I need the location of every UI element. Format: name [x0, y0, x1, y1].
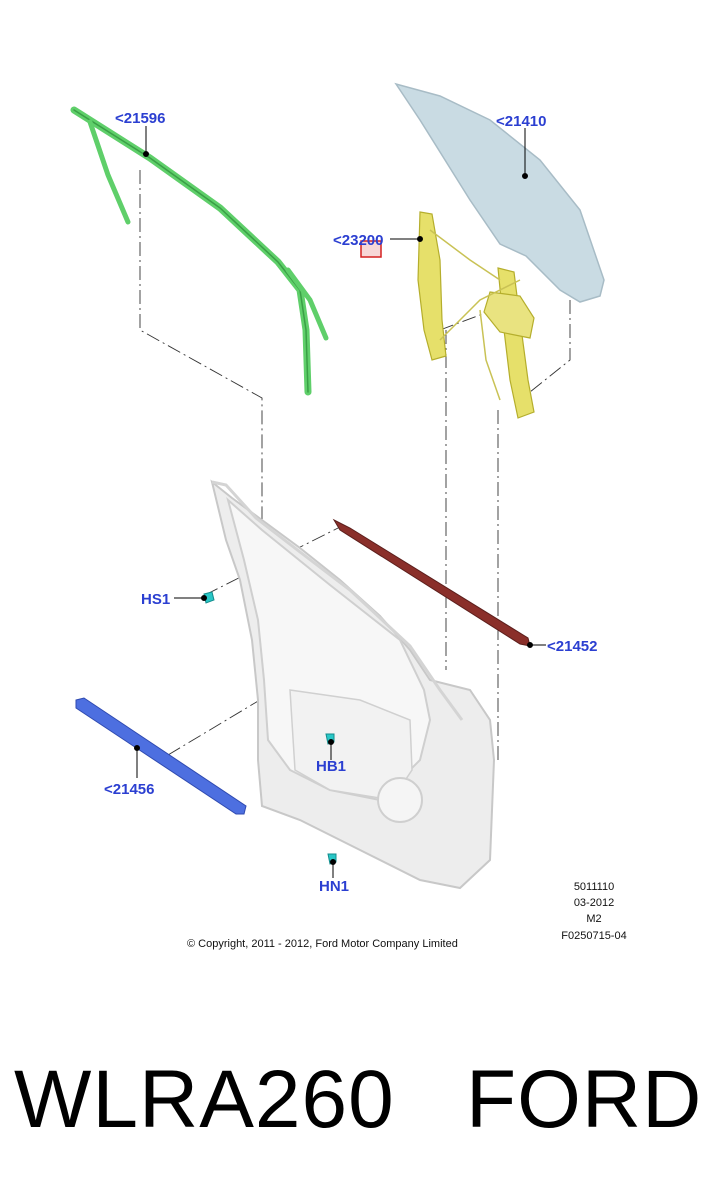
caption-bar: WLRA260 FORD [0, 1040, 708, 1160]
code-line: 03-2012 [574, 897, 614, 909]
leader-lines [134, 126, 546, 878]
code-line: F0250715-04 [561, 930, 626, 942]
callout-21410: <21410 [496, 113, 546, 130]
clip-parts [203, 591, 337, 865]
callout-hn1: HN1 [319, 878, 349, 895]
callout-23200: <23200 [333, 232, 383, 249]
drip-moulding-part [70, 106, 329, 396]
highlight-marker [360, 240, 382, 258]
door-inner-panel [210, 479, 496, 890]
part-number-label: WLRA260 [14, 1054, 395, 1145]
drawing-codes: 5011110 03-2012 M2 F0250715-04 [561, 881, 626, 942]
callout-21596: <21596 [115, 110, 165, 127]
copyright-notice: © Copyright, 2011 - 2012, Ford Motor Com… [187, 938, 458, 950]
door-glass-part [394, 82, 605, 303]
callout-hb1: HB1 [316, 758, 346, 775]
code-line: M2 [586, 913, 601, 925]
callout-hs1: HS1 [141, 591, 170, 608]
window-regulator-part [417, 211, 535, 419]
lower-seal-part [75, 697, 247, 815]
callout-21452: <21452 [547, 638, 597, 655]
callout-21456: <21456 [104, 781, 154, 798]
brand-label: FORD [466, 1054, 703, 1145]
exploded-parts-diagram: <21596 <21410 <23200 HS1 <21452 HB1 <214… [70, 82, 627, 950]
code-line: 5011110 [574, 881, 614, 893]
